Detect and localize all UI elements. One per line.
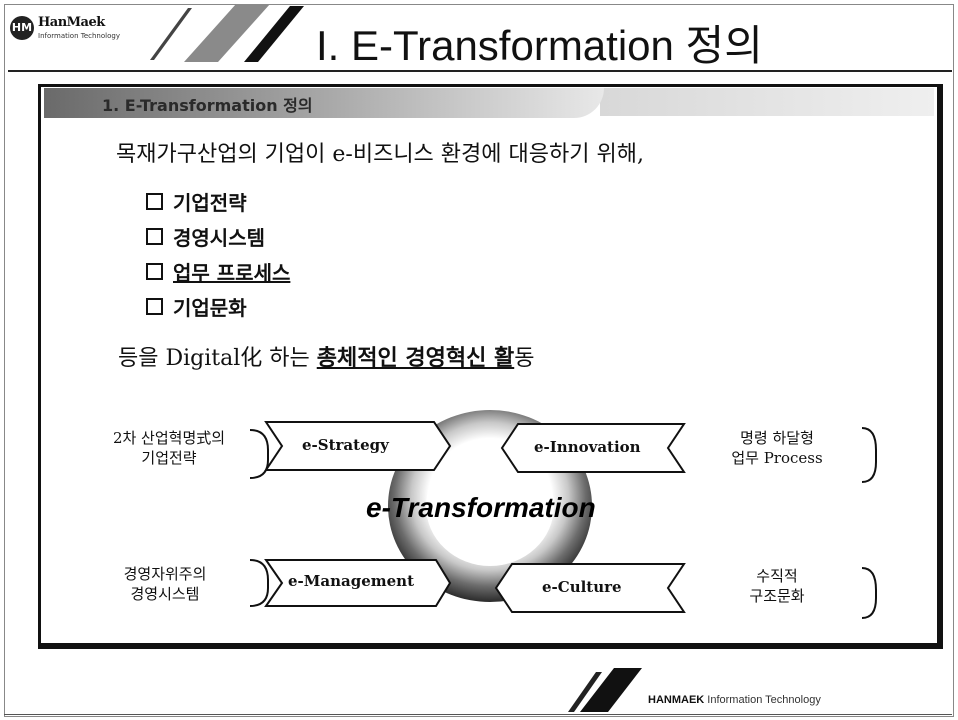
label-bottom-right-line2: 구조문화 xyxy=(749,587,805,605)
center-ring-inner xyxy=(426,446,554,566)
footer-rule xyxy=(4,714,952,715)
label-top-right-line2: 업무 Process xyxy=(731,449,823,467)
e-innovation-label: e-Innovation xyxy=(534,438,641,456)
label-bottom-left-line1: 경영자위주의 xyxy=(123,565,207,583)
footer-brand-sub: Information Technology xyxy=(707,694,821,706)
list-item-label: 업무 프로세스 xyxy=(173,261,291,285)
label-top-right: 명령 하달형 업무 Process xyxy=(692,428,862,468)
banner-fade xyxy=(600,88,934,116)
header-rule xyxy=(8,70,952,72)
e-innovation-arrow xyxy=(500,423,686,473)
e-strategy-arrow xyxy=(264,421,452,471)
label-bottom-left: 경영자위주의 경영시스템 xyxy=(80,564,250,604)
label-bottom-right: 수직적 구조문화 xyxy=(692,566,862,606)
bracket-top-right xyxy=(861,427,877,483)
label-top-right-line1: 명령 하달형 xyxy=(740,429,814,447)
e-strategy-label: e-Strategy xyxy=(302,436,389,454)
intro-text: 목재가구산업의 기업이 e-비즈니스 환경에 대응하기 위해, xyxy=(116,142,644,167)
e-transformation-label: e-Transformation xyxy=(366,492,596,523)
e-culture-label: e-Culture xyxy=(542,578,622,596)
header-slash-decoration xyxy=(150,4,304,62)
label-bottom-left-line2: 경영시스템 xyxy=(130,585,200,603)
summary-text: 등을 Digital化 하는 총체적인 경영혁신 활동 xyxy=(118,340,534,372)
company-logo: HM HanMaek Information Technology xyxy=(8,12,158,46)
footer-brand: HANMAEK Information Technology xyxy=(648,694,821,706)
label-top-left-line1: 2차 산업혁명式의 xyxy=(112,429,226,447)
checkbox-icon xyxy=(146,228,163,245)
summary-suffix: 동 xyxy=(514,346,535,371)
e-management-arrow xyxy=(264,559,452,607)
list-item-label: 경영시스템 xyxy=(173,226,265,250)
bracket-bottom-right xyxy=(861,567,877,619)
logo-mark: HM xyxy=(10,16,34,40)
transformation-diagram: e-Strategy e-Innovation e-Management e-C… xyxy=(44,400,934,636)
footer-brand-name: HANMAEK xyxy=(648,694,705,706)
section-heading: 1. E-Transformation 정의 xyxy=(102,96,313,115)
checkbox-icon xyxy=(146,193,163,210)
label-top-left: 2차 산업혁명式의 기업전략 xyxy=(84,428,254,468)
bracket-top-left xyxy=(249,429,269,479)
list-item: 경영시스템 xyxy=(146,219,290,254)
list-item: 기업전략 xyxy=(146,184,290,219)
logo-name: HanMaek xyxy=(38,15,105,30)
label-top-left-line2: 기업전략 xyxy=(141,449,197,467)
list-item: 업무 프로세스 xyxy=(146,254,290,289)
bracket-bottom-left xyxy=(249,559,269,607)
e-culture-arrow xyxy=(494,563,686,613)
footer-slash-decoration xyxy=(568,668,642,712)
summary-prefix: 등을 Digital化 하는 xyxy=(118,346,317,371)
list-item: 기업문화 xyxy=(146,289,290,324)
checkbox-icon xyxy=(146,263,163,280)
label-bottom-right-line1: 수직적 xyxy=(756,567,798,585)
e-management-label: e-Management xyxy=(288,572,414,590)
transformation-items: 기업전략 경영시스템 업무 프로세스 기업문화 xyxy=(146,184,290,324)
summary-emphasis: 총체적인 경영혁신 활 xyxy=(316,345,515,371)
page-title: I. E-Transformation 정의 xyxy=(316,22,763,69)
logo-subtitle: Information Technology xyxy=(38,32,120,40)
list-item-label: 기업전략 xyxy=(173,191,247,215)
section-banner xyxy=(44,88,604,118)
checkbox-icon xyxy=(146,298,163,315)
diagram-shapes xyxy=(249,410,877,619)
list-item-label: 기업문화 xyxy=(173,296,247,320)
slide-border xyxy=(4,4,954,717)
